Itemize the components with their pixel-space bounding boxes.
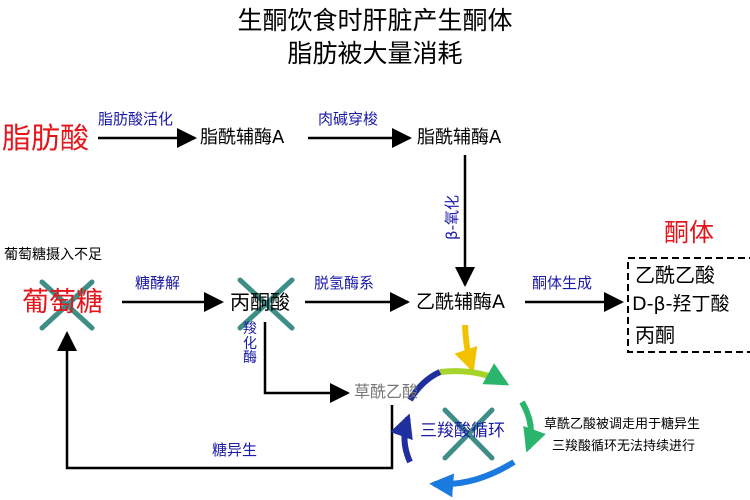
cycle-arrow-yellow	[454, 324, 478, 373]
node-acyl-coa-1: 脂酰辅酶A	[200, 127, 285, 148]
cross-mark-pyruvate	[237, 277, 295, 331]
ketone-item: 丙酮	[635, 323, 675, 347]
cross-mark-glucose	[39, 279, 95, 331]
arrow-carboxylase	[263, 322, 350, 403]
ketone-item: D-β-羟丁酸	[632, 293, 730, 315]
ketone-item: 乙酰乙酸	[635, 263, 715, 287]
node-glucose: 葡萄糖	[22, 287, 103, 318]
note-oaa-diverted: 草酰乙酸被调走用于糖异生	[544, 417, 701, 432]
note-tca-stalled: 三羧酸循环无法持续进行	[552, 439, 696, 454]
edge-label-gluconeogenesis: 糖异生	[212, 441, 258, 459]
node-ketone-title: 酮体	[664, 218, 715, 247]
title-line-1: 生酮饮食时肝脏产生酮体	[237, 6, 513, 35]
edge-label-glycolysis: 糖酵解	[135, 274, 181, 292]
node-acyl-coa-2: 脂酰辅酶A	[417, 127, 502, 148]
cycle-arrow-navy-top	[407, 369, 442, 402]
edge-label-pdh: 脱氢酶系	[314, 274, 375, 292]
node-fatty-acid: 脂肪酸	[2, 121, 90, 155]
cycle-arrow-navy-left	[390, 413, 413, 464]
node-tca-cycle: 三羧酸循环	[420, 421, 505, 441]
node-acetyl-coa: 乙酰辅酶A	[416, 291, 505, 313]
cross-mark-tca	[442, 407, 495, 461]
cycle-arrow-blue-bottom	[429, 459, 516, 498]
edge-label-beta-oxidation: β-氧化	[443, 195, 461, 240]
title-line-2: 脂肪被大量消耗	[287, 39, 463, 68]
edge-label-carboxylase: 羧化酶	[243, 321, 257, 367]
edge-label-carnitine: 肉碱穿梭	[318, 110, 379, 128]
node-oxaloacetate: 草酰乙酸	[354, 382, 419, 401]
edge-label-ketogenesis: 酮体生成	[532, 274, 593, 292]
cycle-arrow-green-top	[439, 363, 510, 386]
cycle-arrow-green-right	[519, 400, 546, 453]
edge-label-activation: 脂肪酸活化	[98, 110, 174, 128]
note-glucose-insufficient: 葡萄糖摄入不足	[4, 247, 102, 263]
node-pyruvate: 丙酮酸	[230, 290, 290, 314]
